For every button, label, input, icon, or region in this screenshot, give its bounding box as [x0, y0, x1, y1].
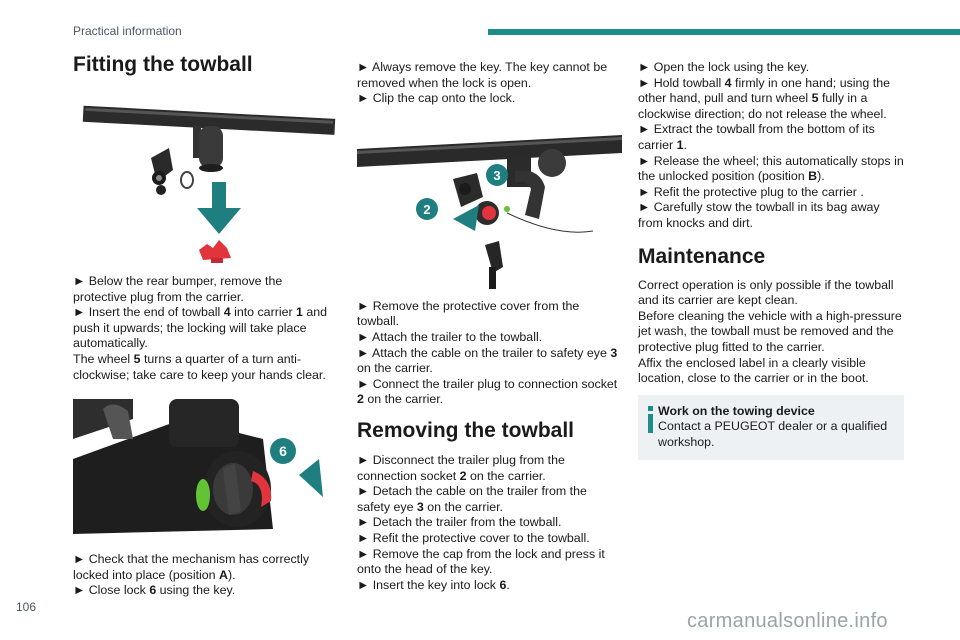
- header-accent-bar: [488, 29, 960, 35]
- header-section-title: Practical information: [73, 24, 182, 38]
- maintenance-clean: Correct operation is only possible if th…: [638, 277, 894, 308]
- step-hold-towball: ► Hold towball 4 firmly in one hand; usi…: [638, 75, 890, 121]
- step-stow-towball: ► Carefully stow the towball in its bag …: [638, 200, 880, 230]
- step-attach-trailer: ► Attach the trailer to the towball.: [357, 329, 543, 344]
- watermark: carmanualsonline.info: [687, 610, 888, 632]
- callout-2: 2: [423, 202, 430, 217]
- column-attach-remove: ► Always remove the key. The key cannot …: [357, 60, 622, 593]
- step-check-mechanism: ► Check that the mechanism has correctly…: [73, 552, 310, 582]
- step-close-lock: ► Close lock 6 using the key.: [73, 583, 236, 598]
- step-open-lock: ► Open the lock using the key.: [638, 60, 810, 74]
- lock-wheel-illustration: 6: [73, 399, 339, 535]
- info-text: Contact a PEUGEOT dealer or a qualified …: [658, 419, 888, 449]
- step-refit-cover: ► Refit the protective cover to the towb…: [357, 530, 590, 545]
- step-attach-cable: ► Attach the cable on the trailer to saf…: [357, 345, 618, 376]
- page-number: 106: [16, 600, 37, 614]
- step-remove-cap: ► Remove the cap from the lock and press…: [357, 546, 605, 577]
- step-disconnect-plug: ► Disconnect the trailer plug from the c…: [357, 452, 565, 483]
- step-detach-cable: ► Detach the cable on the trailer from t…: [357, 484, 587, 514]
- step-remove-key: ► Always remove the key. The key cannot …: [357, 60, 608, 90]
- column-maintenance: ► Open the lock using the key. ► Hold to…: [638, 60, 904, 461]
- step-clip-cap: ► Clip the cap onto the lock.: [357, 91, 516, 106]
- callout-3: 3: [493, 168, 500, 183]
- step-detach-trailer: ► Detach the trailer from the towball.: [357, 515, 562, 530]
- step-insert-key: ► Insert the key into lock 6.: [357, 577, 510, 592]
- section-title-removing: Removing the towball: [357, 418, 575, 442]
- maintenance-jet-wash: Before cleaning the vehicle with a high-…: [638, 308, 902, 354]
- step-refit-plug: ► Refit the protective plug to the carri…: [638, 184, 864, 199]
- step-remove-plug: ► Below the rear bumper, remove the prot…: [73, 274, 283, 304]
- step-extract-towball: ► Extract the towball from the bottom of…: [638, 122, 875, 152]
- towbar-carrier-illustration: [82, 105, 336, 263]
- column-fitting: Fitting the towball ► Below the rear bum…: [73, 52, 339, 599]
- step-connect-plug: ► Connect the trailer plug to connection…: [357, 376, 618, 407]
- info-box: Work on the towing device Contact a PEUG…: [638, 394, 904, 461]
- maintenance-label: Affix the enclosed label in a clearly vi…: [638, 355, 869, 386]
- section-title-fitting: Fitting the towball: [73, 53, 253, 76]
- step-remove-cover: ► Remove the protective cover from the t…: [357, 298, 580, 329]
- trailer-connection-illustration: 3 2: [357, 134, 622, 289]
- info-icon: [648, 405, 653, 433]
- note-wheel-turns: The wheel 5 turns a quarter of a turn an…: [73, 351, 326, 382]
- section-title-maintenance: Maintenance: [638, 244, 766, 268]
- callout-6: 6: [279, 443, 287, 459]
- step-release-wheel: ► Release the wheel; this automatically …: [638, 153, 904, 184]
- step-insert-towball: ► Insert the end of towball 4 into carri…: [73, 305, 328, 351]
- info-title: Work on the towing device: [658, 403, 815, 418]
